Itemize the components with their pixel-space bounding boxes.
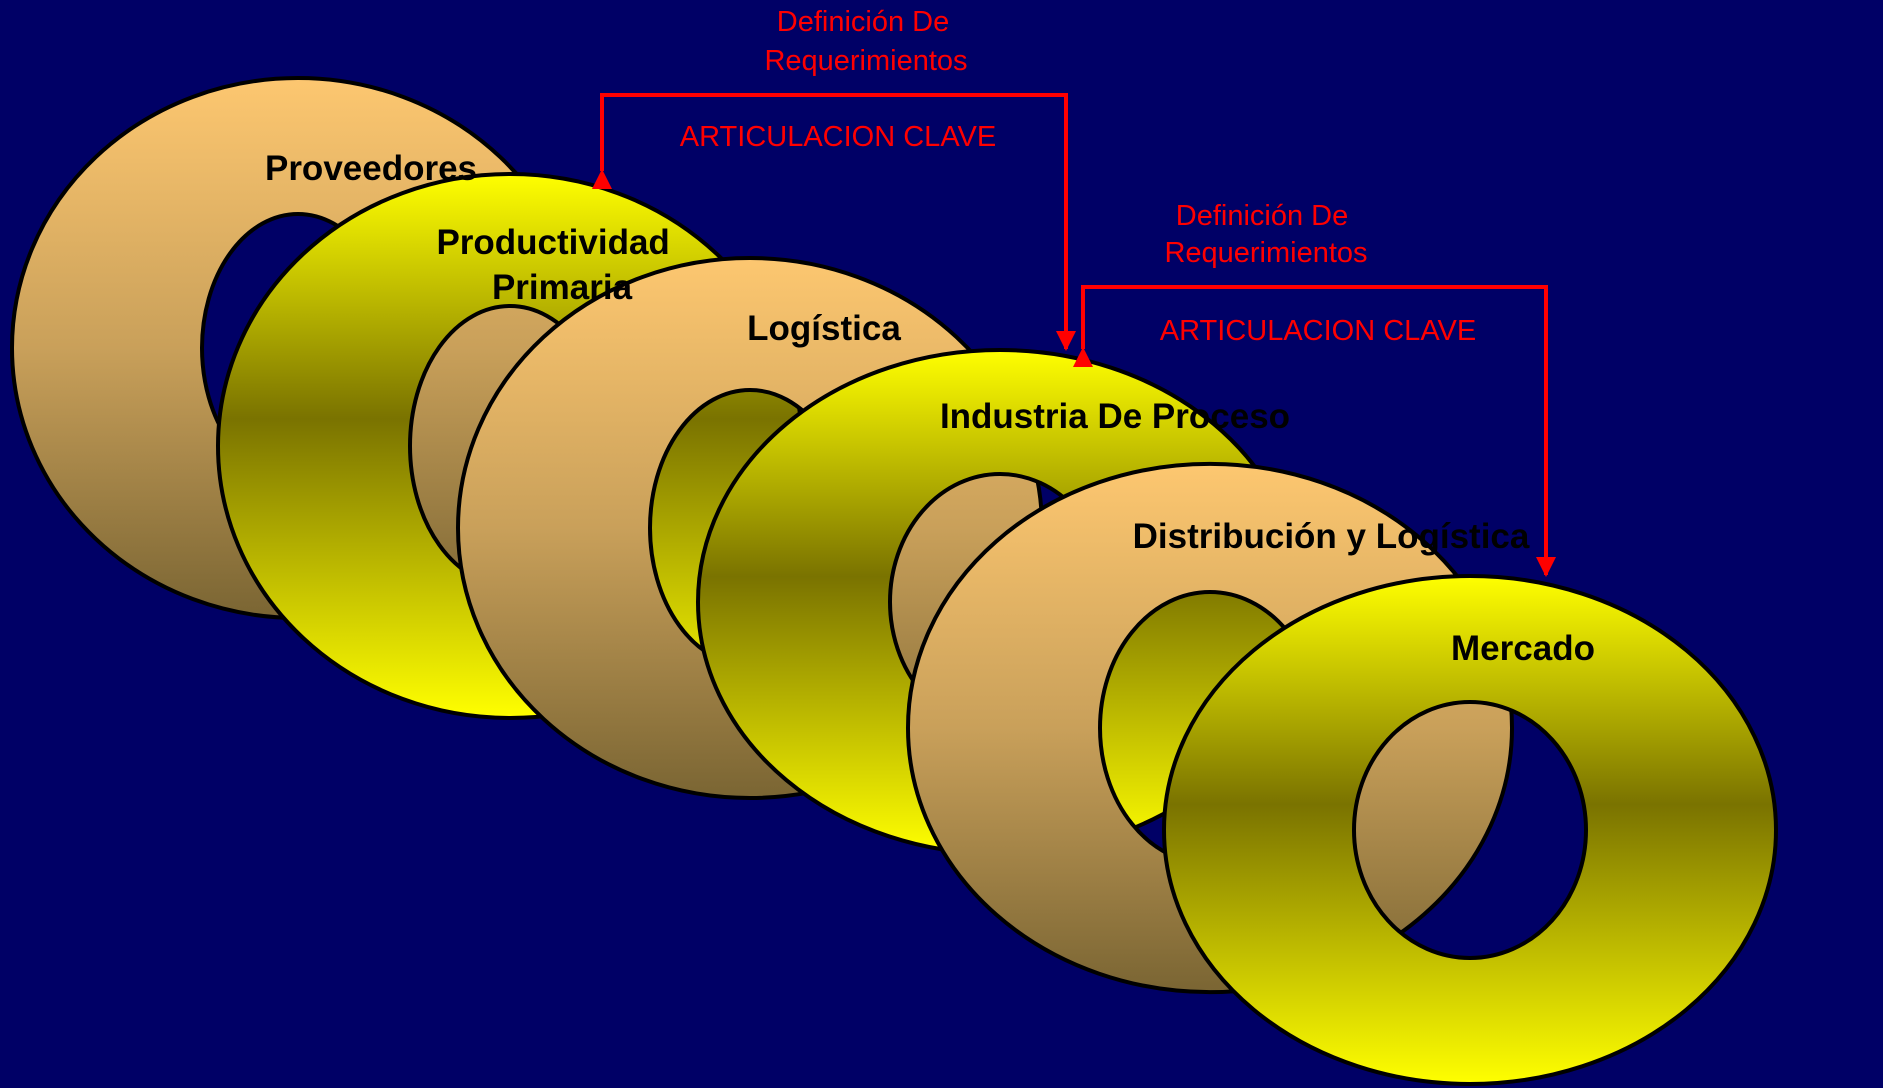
annotation-1-title-line1: Definición De xyxy=(777,6,949,38)
connector-2-line xyxy=(1073,285,1556,577)
annotation-1-subtitle: ARTICULACION CLAVE xyxy=(680,121,996,153)
label-proveedores: Proveedores xyxy=(265,149,477,188)
annotation-2-subtitle: ARTICULACION CLAVE xyxy=(1160,315,1476,347)
label-mercado: Mercado xyxy=(1451,629,1595,668)
label-distribucion-y-logistica: Distribución y Logística xyxy=(1133,517,1530,556)
connector-1 xyxy=(592,93,1076,351)
label-productividad-primaria-line1: Productividad xyxy=(436,223,669,262)
ring-mercado xyxy=(1161,574,1779,1086)
connector-2 xyxy=(1073,285,1556,577)
annotation-2-title-line2: Requerimientos xyxy=(1164,237,1367,269)
label-industria-de-proceso: Industria De Proceso xyxy=(940,397,1290,436)
connector-1-line xyxy=(592,93,1076,351)
label-logistica: Logística xyxy=(747,309,901,348)
annotation-2-title-line1: Definición De xyxy=(1176,200,1348,232)
label-productividad-primaria-line2: Primaria xyxy=(492,268,633,307)
annotation-1-title-line2: Requerimientos xyxy=(764,45,967,77)
